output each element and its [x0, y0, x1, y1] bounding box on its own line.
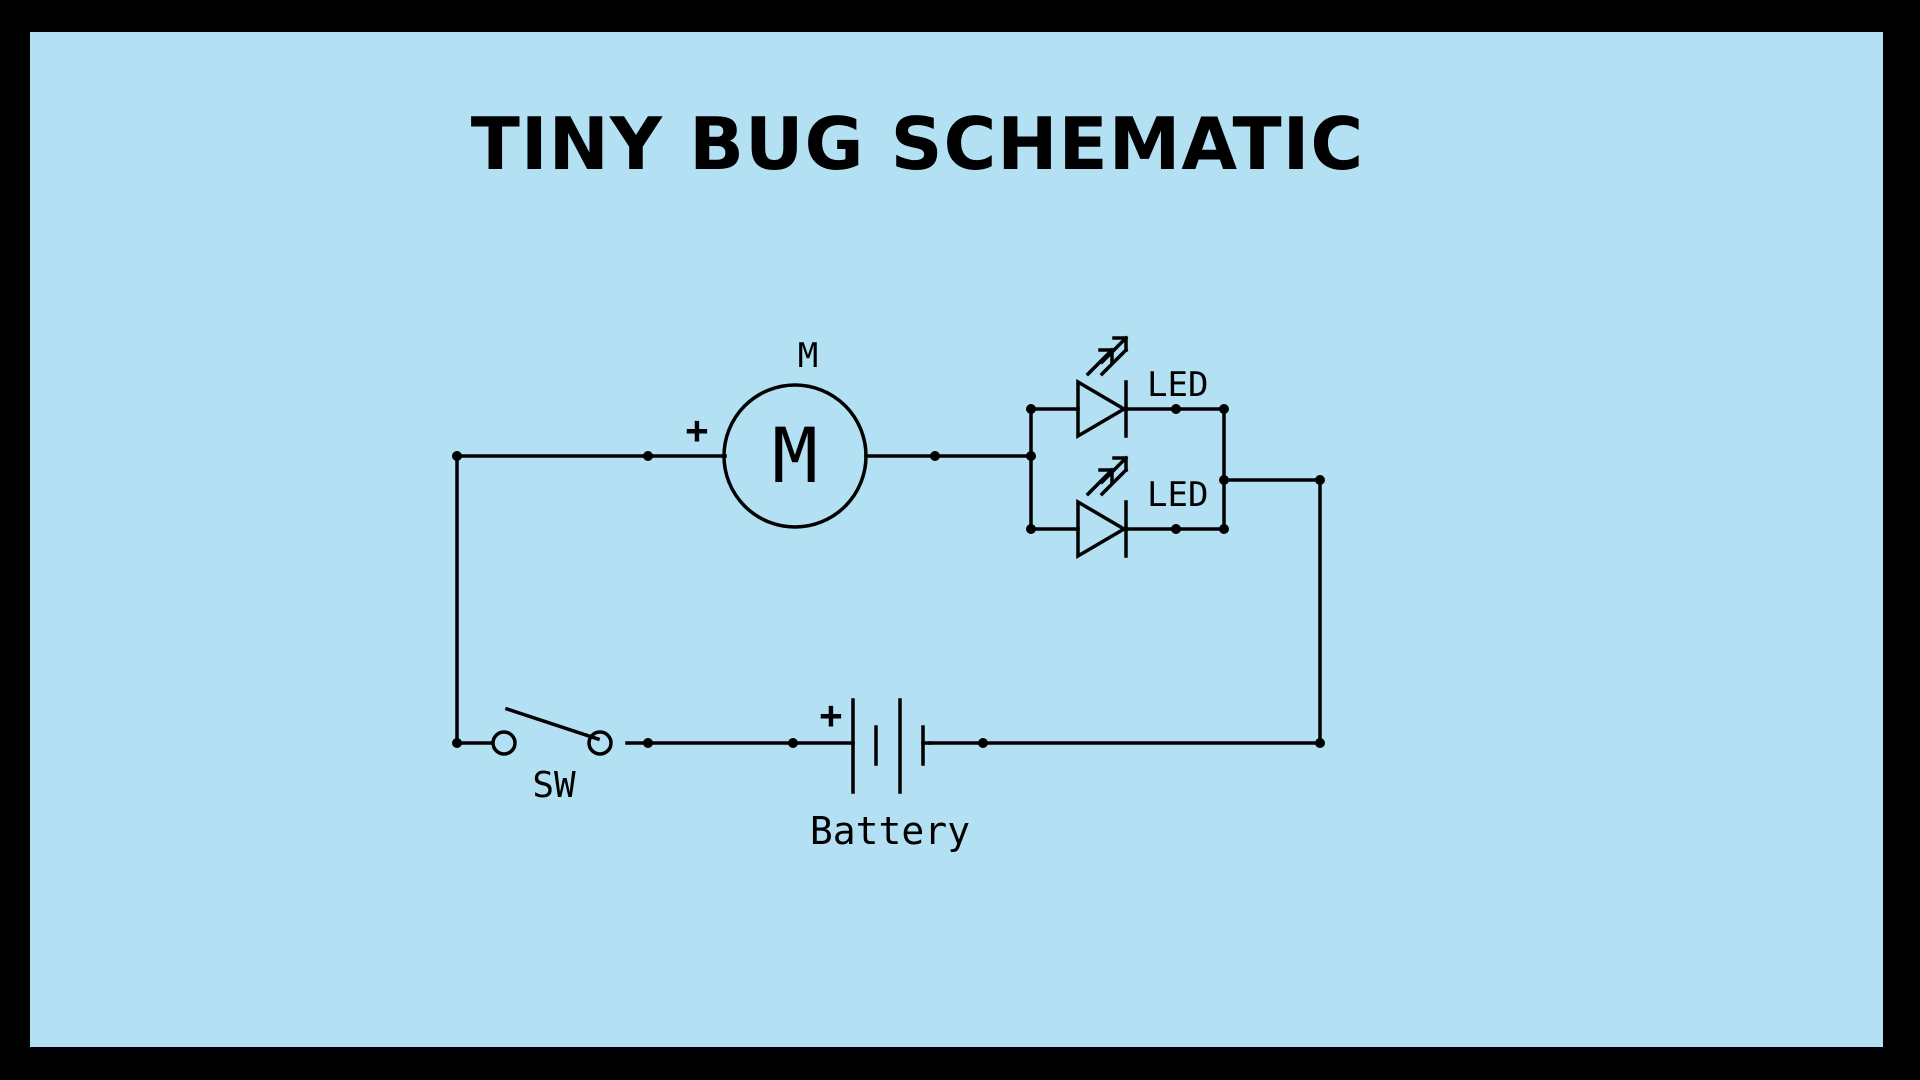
- junction-dot: [978, 738, 988, 748]
- circuit-diagram: M M + LED: [452, 335, 1325, 853]
- junction-dot: [1026, 404, 1036, 414]
- led-top-triangle: [1076, 378, 1128, 440]
- motor-label: M: [798, 336, 818, 376]
- switch-contact-right: [587, 730, 613, 756]
- switch-contact-left: [491, 730, 517, 756]
- junction-dot: [1315, 738, 1325, 748]
- junction-dot: [452, 738, 462, 748]
- junction-dot: [1026, 451, 1036, 461]
- led-bottom-light-arrows-icon: [1085, 455, 1129, 497]
- led-top-label: LED: [1147, 365, 1208, 405]
- led-top: LED: [1076, 335, 1208, 440]
- junction-dots: [452, 404, 1325, 748]
- battery: + Battery: [810, 693, 970, 853]
- switch: SW: [491, 706, 613, 806]
- junction-dot: [788, 738, 798, 748]
- led-bottom: LED: [1076, 455, 1208, 560]
- battery-polarity: +: [820, 693, 843, 737]
- led-top-light-arrows-icon: [1085, 335, 1129, 377]
- junction-dot: [1315, 475, 1325, 485]
- junction-dot: [930, 451, 940, 461]
- led-bottom-label: LED: [1147, 475, 1208, 515]
- switch-lever: [504, 706, 601, 742]
- motor: M M +: [686, 336, 868, 529]
- motor-symbol: M: [772, 411, 818, 500]
- wires: [455, 407, 1322, 745]
- junction-dot: [1171, 404, 1181, 414]
- motor-circle: [722, 383, 868, 529]
- junction-dot: [1219, 475, 1229, 485]
- junction-dot: [643, 451, 653, 461]
- junction-dot: [1171, 524, 1181, 534]
- junction-dot: [1219, 524, 1229, 534]
- schematic-canvas: TINY BUG SCHEMATIC M M +: [30, 32, 1883, 1047]
- junction-dot: [643, 738, 653, 748]
- led-bottom-triangle: [1076, 498, 1128, 560]
- junction-dot: [1026, 524, 1036, 534]
- battery-label: Battery: [810, 809, 970, 853]
- motor-polarity: +: [686, 408, 709, 452]
- junction-dot: [1219, 404, 1229, 414]
- junction-dot: [452, 451, 462, 461]
- page-title: TINY BUG SCHEMATIC: [470, 102, 1365, 186]
- switch-label: SW: [532, 765, 576, 806]
